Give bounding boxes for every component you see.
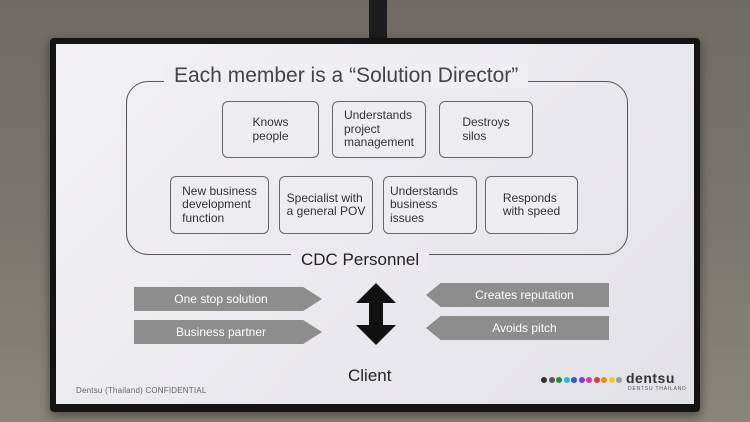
logo-dot xyxy=(578,377,585,383)
logo-dot xyxy=(541,377,547,383)
logo-dot xyxy=(616,377,622,383)
box-project-management: Understands project management xyxy=(332,101,426,158)
box-responds-speed: Responds with speed xyxy=(485,176,578,234)
logo-dot xyxy=(593,377,600,383)
mounting-pole xyxy=(369,0,387,44)
arrow-avoids-pitch: Avoids pitch xyxy=(426,316,609,340)
slide-title: Each member is a “Solution Director” xyxy=(164,64,529,88)
logo-dot xyxy=(608,377,615,383)
box-destroys-silos: Destroys silos xyxy=(439,101,533,158)
client-label: Client xyxy=(348,366,392,385)
dentsu-logo: dentsu xyxy=(626,370,675,386)
logo-dot xyxy=(601,377,607,383)
box-new-business: New business development function xyxy=(170,176,269,234)
logo-dot xyxy=(586,377,592,383)
logo-dot xyxy=(548,377,555,383)
arrow-one-stop-solution: One stop solution xyxy=(134,287,322,311)
logo-dot xyxy=(563,377,570,383)
cdc-personnel-label: CDC Personnel xyxy=(291,250,430,270)
logo-dot xyxy=(556,377,562,383)
arrow-creates-reputation: Creates reputation xyxy=(426,283,609,307)
box-business-issues: Understands business issues xyxy=(383,176,477,234)
confidential-footer: Dentsu (Thailand) CONFIDENTIAL xyxy=(76,386,207,395)
logo-dots xyxy=(541,377,622,383)
presentation-slide: Each member is a “Solution Director” Kno… xyxy=(56,44,694,404)
box-knows-people: Knows people xyxy=(222,101,319,158)
double-arrow-icon xyxy=(356,283,396,345)
arrow-business-partner: Business partner xyxy=(134,320,322,344)
logo-dot xyxy=(571,377,577,383)
box-specialist: Specialist with a general POV xyxy=(279,176,373,234)
dentsu-logo-subtext: DENTSU THAILAND xyxy=(628,386,687,392)
